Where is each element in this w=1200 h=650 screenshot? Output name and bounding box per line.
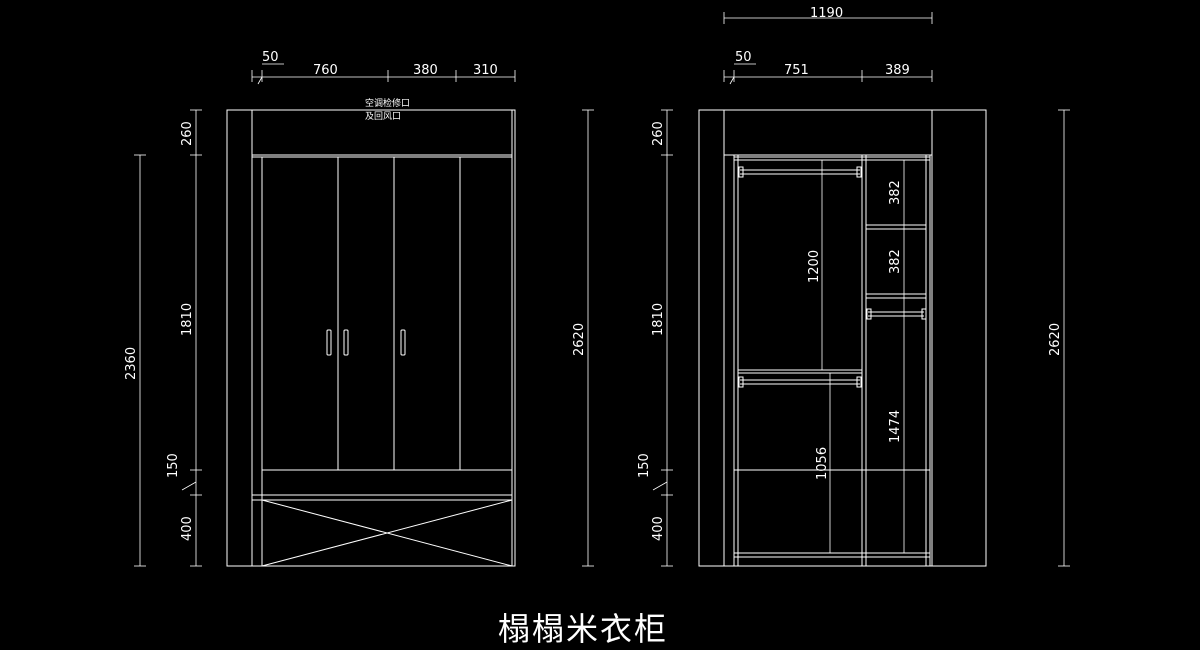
front-left-leader — [181, 481, 197, 491]
interior-dim-right-2620: 2620 — [1048, 323, 1063, 356]
interior-left-leader — [652, 481, 668, 491]
front-dim-top-310: 310 — [473, 63, 498, 78]
interior-top-leader — [729, 76, 735, 85]
front-dim-top-50: 50 — [262, 50, 279, 65]
rod-bracket-4 — [856, 376, 862, 388]
front-note-line1: 空调检修口 — [365, 97, 410, 109]
inner-dim-382-a: 382 — [888, 180, 903, 205]
interior-dim-top-751: 751 — [784, 63, 809, 78]
inner-dim-1474: 1474 — [888, 410, 903, 443]
front-dim-top-760: 760 — [313, 63, 338, 78]
interior-dim-left-260: 260 — [651, 121, 666, 146]
front-top-leader — [257, 76, 263, 85]
interior-outer-frame — [698, 109, 987, 567]
door-handle-3 — [400, 329, 406, 356]
interior-dim-left-1810: 1810 — [651, 303, 666, 336]
front-dim-left-1810: 1810 — [180, 303, 195, 336]
interior-dim-left-400: 400 — [651, 516, 666, 541]
front-dim-left-150: 150 — [166, 453, 181, 478]
front-dim-left-260: 260 — [180, 121, 195, 146]
front-note-line2: 及回风口 — [365, 111, 401, 122]
interior-dim-top-50: 50 — [735, 50, 752, 65]
interior-dim-left-150: 150 — [637, 453, 652, 478]
door-handle-2 — [343, 329, 349, 356]
front-dim-top-380: 380 — [413, 63, 438, 78]
inner-dim-1056: 1056 — [815, 447, 830, 480]
rod-bracket-6 — [921, 308, 927, 320]
front-dim-right-2620: 2620 — [572, 323, 587, 356]
platform-cross-2 — [261, 499, 513, 567]
door-handle-1 — [326, 329, 332, 356]
rod-bracket-5 — [866, 308, 872, 320]
interior-dim-top-1190: 1190 — [810, 6, 843, 21]
front-outer-frame — [226, 109, 516, 567]
inner-dim-382-b: 382 — [888, 249, 903, 274]
inner-dim-1200: 1200 — [807, 250, 822, 283]
front-elevation: 空调检修口 及回风口 50 760 380 310 260 1810 150 4… — [124, 50, 594, 567]
interior-elevation: 1200 1056 382 382 1474 1190 50 751 389 — [637, 6, 1070, 567]
rod-bracket-3 — [738, 376, 744, 388]
front-dim-left-2360: 2360 — [124, 347, 139, 380]
drawing-title: 榻榻米衣柜 — [498, 610, 668, 648]
rod-bracket-1 — [738, 166, 744, 178]
front-dim-left-400: 400 — [180, 516, 195, 541]
rod-bracket-2 — [856, 166, 862, 178]
interior-dim-top-389: 389 — [885, 63, 910, 78]
